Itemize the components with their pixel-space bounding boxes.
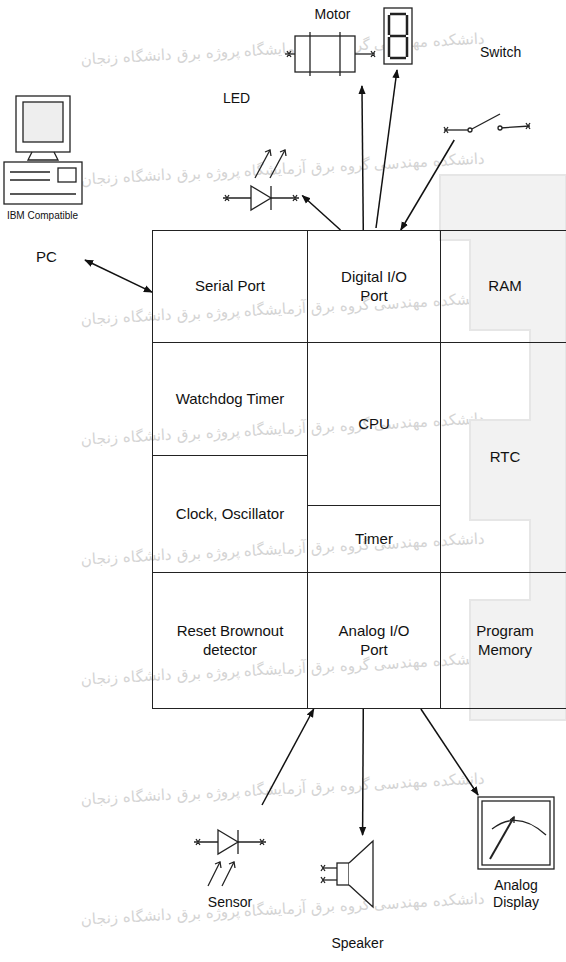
device-label: Speaker xyxy=(315,935,400,952)
peripheral-device: Switch xyxy=(440,40,535,140)
device-symbol xyxy=(470,795,560,945)
block-label: Reset Brownout detector xyxy=(169,622,291,660)
signal-arrow xyxy=(362,709,364,835)
signal-arrow xyxy=(401,140,454,230)
peripheral-device: Sensor xyxy=(190,790,270,915)
signal-arrow xyxy=(262,709,314,805)
device-symbol xyxy=(0,88,85,273)
block-label: Analog I/O Port xyxy=(328,622,420,660)
block-label: Serial Port xyxy=(195,277,265,296)
device-label: Switch xyxy=(480,44,535,61)
peripheral-device: LED xyxy=(215,88,305,213)
block-label: Clock, Oscillator xyxy=(176,505,284,524)
device-label: Analog Display xyxy=(480,877,552,911)
signal-arrow xyxy=(302,196,340,231)
block-label: RAM xyxy=(488,277,521,296)
block-cell: Timer xyxy=(307,505,441,573)
device-label: IBM Compatible xyxy=(0,210,85,222)
block-cell: RAM xyxy=(440,230,566,343)
output-arrow xyxy=(376,70,397,228)
block-cell: CPU xyxy=(307,342,441,506)
block-cell: Digital I/O Port xyxy=(307,230,441,343)
peripheral-device: Analog Display xyxy=(470,795,560,945)
signal-arrow xyxy=(362,86,363,230)
peripheral-device: Speaker xyxy=(315,835,400,960)
peripheral-device: Motor xyxy=(285,6,380,86)
block-cell: RTC xyxy=(440,342,566,573)
block-cell: Watchdog Timer xyxy=(152,342,308,456)
block-cell: Program Memory xyxy=(440,572,566,709)
watermark-text: دانشکده مهندسی گروه برق آزمایشگاه پروژه … xyxy=(0,525,566,573)
block-label: Program Memory xyxy=(462,622,548,660)
block-label: Digital I/O Port xyxy=(328,268,420,306)
peripheral-device: IBM CompatiblePC xyxy=(0,88,85,273)
block-label: CPU xyxy=(358,415,390,434)
block-label: Timer xyxy=(355,530,393,549)
signal-arrow xyxy=(421,709,478,795)
device-label: Sensor xyxy=(190,894,270,911)
device-label: PC xyxy=(36,248,66,266)
signal-arrow xyxy=(85,260,152,292)
block-cell: Analog I/O Port xyxy=(307,572,441,709)
device-label: Motor xyxy=(285,6,380,23)
block-cell: Serial Port xyxy=(152,230,308,343)
block-cell: Clock, Oscillator xyxy=(152,455,308,573)
logo-watermark xyxy=(440,175,566,720)
seven-segment-display xyxy=(384,8,412,64)
device-label: LED xyxy=(223,90,273,107)
block-cell: Reset Brownout detector xyxy=(152,572,308,709)
watermark-text: دانشکده مهندسی گروه برق آزمایشگاه پروژه … xyxy=(0,885,566,933)
block-label: RTC xyxy=(490,448,521,467)
device-symbol xyxy=(215,88,305,213)
block-label: Watchdog Timer xyxy=(176,390,285,409)
